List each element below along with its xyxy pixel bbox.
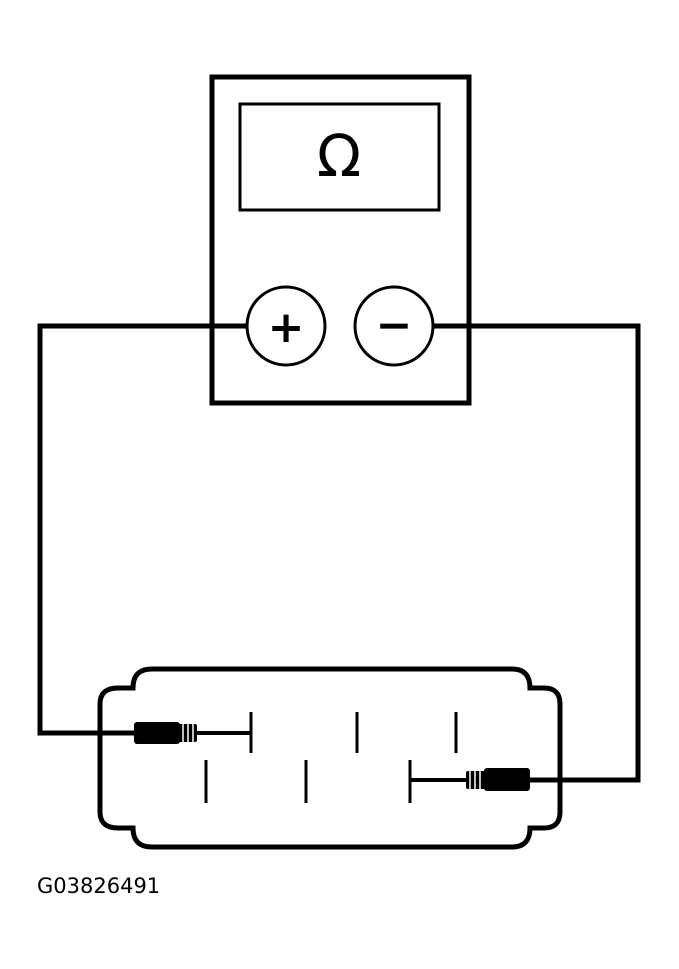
negative-test-lead-wire (433, 323, 641, 783)
negative-probe (466, 768, 530, 791)
ohm-symbol: Ω (317, 122, 361, 190)
positive-terminal-symbol: + (268, 302, 305, 353)
negative-terminal-symbol: − (376, 300, 413, 351)
figure-id-label: G03826491 (37, 874, 160, 898)
ohmmeter-display (238, 102, 441, 212)
positive-probe (134, 722, 197, 744)
positive-test-lead-wire (37, 323, 247, 736)
cell-plates (204, 712, 458, 803)
ohmmeter-body (209, 74, 472, 406)
component-housing (97, 666, 563, 850)
